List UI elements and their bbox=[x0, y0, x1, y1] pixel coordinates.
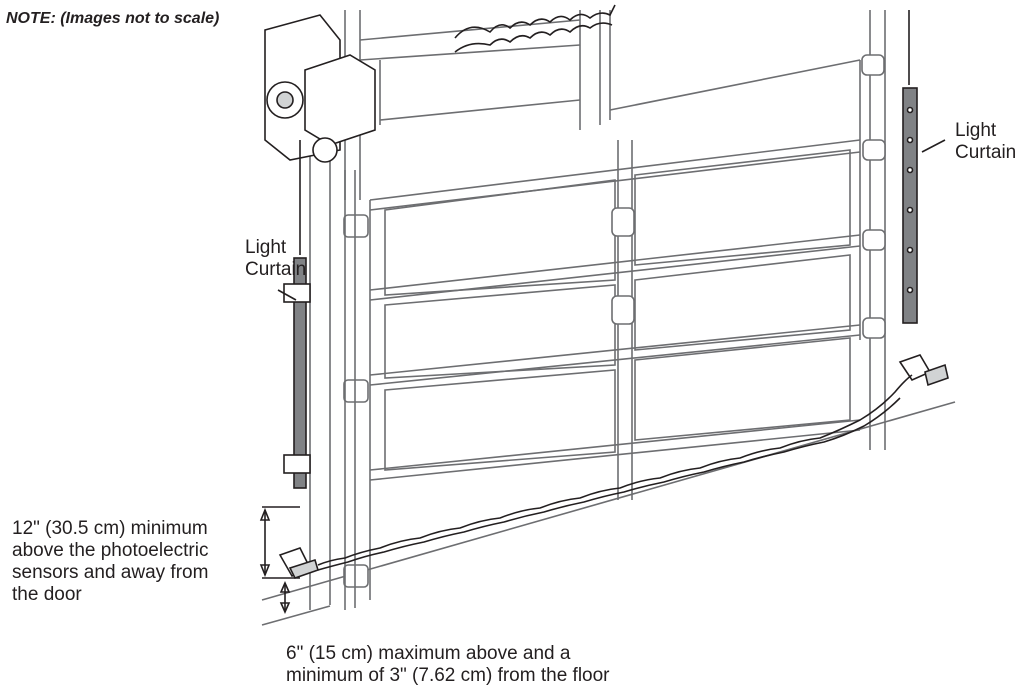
light-curtain-right bbox=[902, 10, 918, 324]
door-panels bbox=[369, 139, 861, 600]
torsion-spring bbox=[454, 4, 616, 53]
operator-motor bbox=[264, 14, 376, 163]
left-track bbox=[309, 140, 356, 610]
note-text: NOTE: (Images not to scale) bbox=[6, 10, 220, 27]
leader-right-curtain bbox=[921, 139, 946, 153]
photo-sensor-right bbox=[898, 354, 949, 387]
hinges bbox=[343, 54, 886, 588]
label-light-curtain-left: Light Curtain bbox=[245, 237, 307, 280]
dimension-6in bbox=[279, 581, 291, 614]
label-12in-minimum: 12" (30.5 cm) minimum above the photoele… bbox=[12, 518, 209, 605]
photo-sensor-left bbox=[278, 547, 319, 579]
label-6in-maximum: 6" (15 cm) maximum above and a minimum o… bbox=[286, 643, 610, 686]
sensor-wire bbox=[317, 374, 913, 566]
leader-left-curtain bbox=[277, 289, 297, 301]
dimension-12in bbox=[259, 506, 300, 579]
sensor-wire-2 bbox=[317, 397, 901, 571]
floor-lines bbox=[261, 401, 956, 626]
label-light-curtain-right: Light Curtain bbox=[955, 120, 1017, 163]
light-curtain-left bbox=[283, 140, 311, 489]
